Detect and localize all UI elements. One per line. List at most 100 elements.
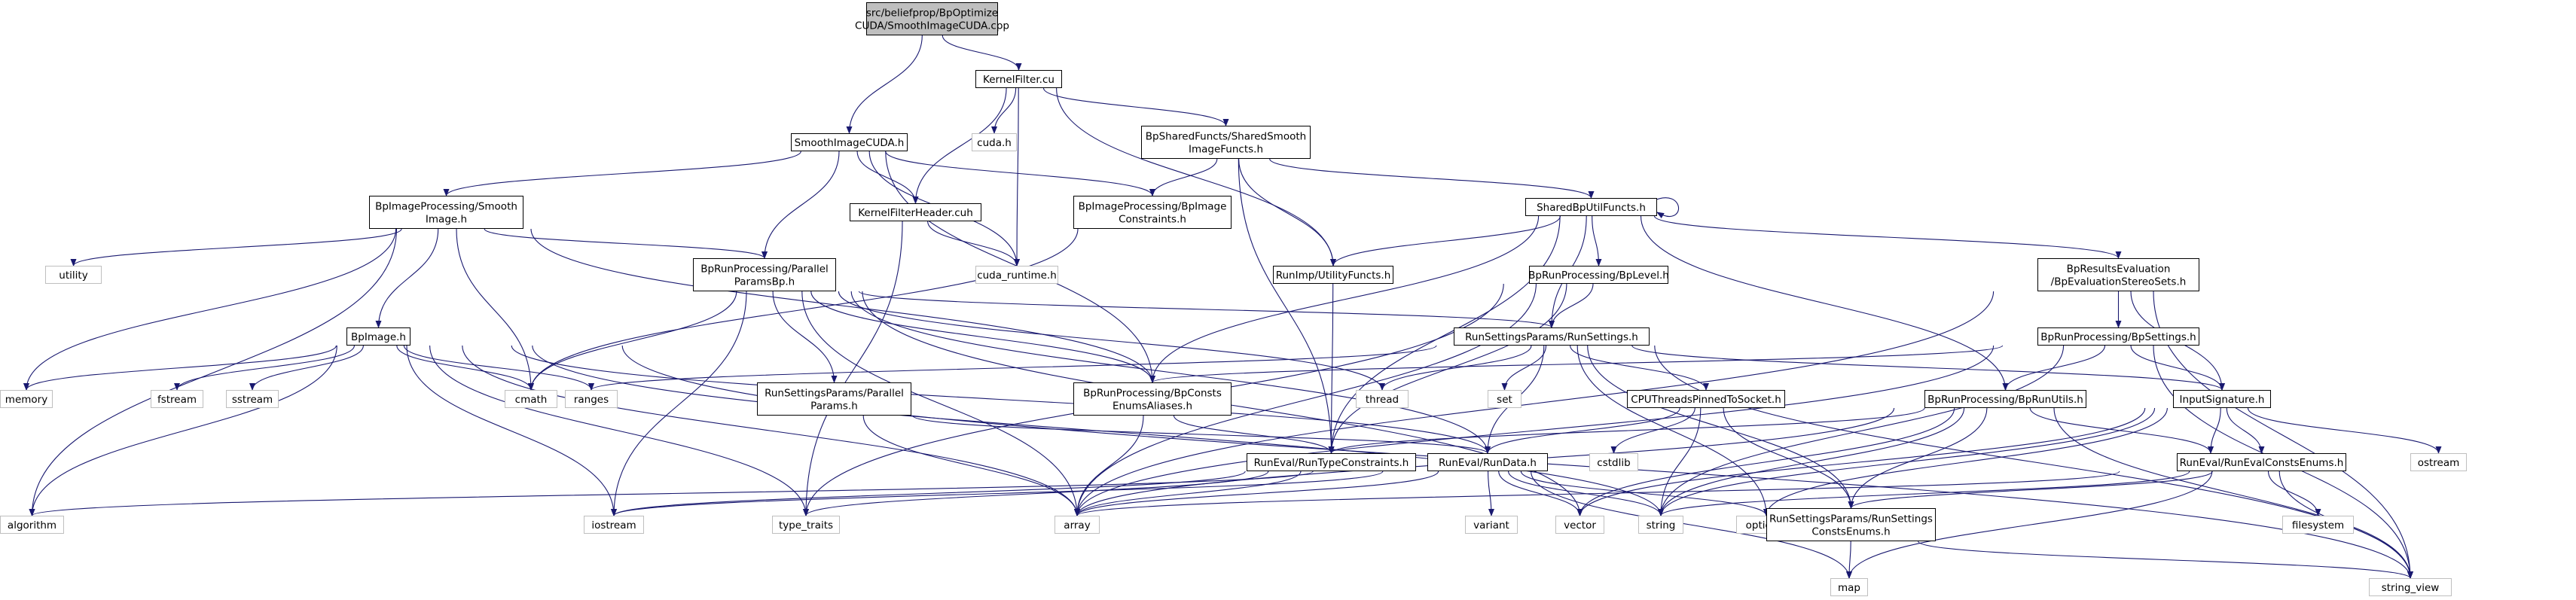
include-edge-kernelfilter-to-cudaruntime [1014,87,1021,266]
node-box-utility [45,266,102,284]
node-rsconstsenums[interactable]: RunSettingsParams/RunSettingsConstsEnums… [1766,508,1936,541]
node-box-bpconsts [1073,382,1232,416]
include-edge-cputhreads-to-rsconstsenums [1723,407,1854,509]
node-label-root-line-2: CUDA/SmoothImageCUDA.cpp [855,20,1009,32]
include-edge-parallelparams-to-array [801,291,1080,516]
node-label-array: array [1064,519,1090,531]
node-variant: variant [1465,516,1518,534]
node-label-memory: memory [5,394,47,406]
include-edge-parallelparams-to-iostream [611,291,747,516]
include-edge-kernelfilter-to-utilityfuncts [1056,87,1336,266]
include-edge-runtypeconstraints-to-array [1074,471,1302,516]
node-label-stereosets-line-2: /BpEvaluationStereoSets.h [2051,276,2187,288]
node-stereosets[interactable]: BpResultsEvaluation/BpEvaluationStereoSe… [2037,258,2199,291]
node-box-bpsettings [2037,327,2199,346]
include-edge-rundata-to-map [1531,471,1852,579]
node-label-imgconstraints-line-1: BpImageProcessing/BpImage [1079,201,1227,213]
node-box-imgconstraints [1073,196,1232,229]
node-box-map [1830,578,1868,596]
include-edge-sharedsmooth-to-utilityfuncts [1238,158,1336,266]
node-bpimage[interactable]: BpImage.h [346,327,411,346]
node-bprunutils[interactable]: BpRunProcessing/BpRunUtils.h [1924,390,2086,408]
node-algorithm: algorithm [0,516,64,534]
node-label-cudah: cuda.h [977,137,1012,149]
node-box-ostream [2410,453,2467,471]
node-cstdlib: cstdlib [1589,453,1638,471]
include-edge-sharedbputil-to-stereosets [1653,215,2122,259]
include-edge-rundata-to-variant [1488,471,1494,516]
node-sharedbputil[interactable]: SharedBpUtilFuncts.h [1525,198,1657,216]
include-edge-bpconsts-to-runtypeconstraints [1173,415,1335,454]
node-kernelfilter[interactable]: KernelFilter.cu [975,70,1062,88]
include-edge-bpimage-to-cmath [396,345,534,391]
node-label-stereosets-line-1: BpResultsEvaluation [2067,263,2171,276]
include-edge-bpimgsmooth-to-bpimage [375,228,439,328]
node-box-set [1488,390,1521,408]
node-label-bpimage: BpImage.h [351,331,406,343]
node-root[interactable]: src/beliefprop/BpOptimizeCUDA/SmoothImag… [855,2,1009,35]
node-label-inputsig: InputSignature.h [2180,394,2265,406]
include-edge-bpconsts-to-array [1074,415,1144,516]
include-edge-runevalconsts-to-array [1074,471,2120,516]
include-edge-utilityfuncts-to-runtypeconstraints [1328,283,1335,454]
include-edge-bpimage-to-rundata [511,345,1491,454]
node-cputhreads[interactable]: CPUThreadsPinnedToSocket.h [1627,390,1785,408]
node-label-typetraits: type_traits [779,519,833,531]
node-label-ranges: ranges [574,394,609,406]
node-iostream: iostream [584,516,644,534]
node-label-cmath: cmath [515,394,548,406]
include-edge-bpimage-to-typetraits [429,345,809,516]
node-rundata[interactable]: RunEval/RunData.h [1427,453,1548,471]
node-label-bplevel: BpRunProcessing/BpLevel.h [1528,270,1669,282]
node-label-vector: vector [1564,519,1596,531]
include-edge-sharedbputil-to-runtypeconstraints [1328,215,1561,454]
node-inputsig[interactable]: InputSignature.h [2173,390,2271,408]
node-bplevel[interactable]: BpRunProcessing/BpLevel.h [1528,266,1669,284]
include-edge-bpimage-to-array [462,345,1080,516]
include-edge-rsconstsenums-to-stringview [1918,541,2413,579]
include-edge-parallelparams-to-rsparallel [772,291,838,383]
include-edge-bprunutils-to-string [1658,407,1965,516]
node-box-parallelparams [693,258,836,291]
node-label-sharedbputil: SharedBpUtilFuncts.h [1537,202,1646,214]
node-typetraits: type_traits [772,516,840,534]
node-box-algorithm [0,516,64,534]
node-bpsettings[interactable]: BpRunProcessing/BpSettings.h [2037,327,2199,346]
include-edge-kernelfilter-to-sharedsmooth [1042,87,1229,126]
node-runsettings[interactable]: RunSettingsParams/RunSettings.h [1454,327,1650,346]
node-kernelheader[interactable]: KernelFilterHeader.cuh [850,203,981,221]
node-array: array [1055,516,1100,534]
node-smoothimagecuda[interactable]: SmoothImageCUDA.h [791,133,908,151]
node-string: string [1638,516,1683,534]
node-label-parallelparams-line-2: ParamsBp.h [734,276,795,288]
include-edge-rsconstsenums-to-map [1846,541,1853,579]
include-edge-bprunutils-to-rsconstsenums [1848,407,1988,509]
include-edge-rundata-to-vector [1498,471,1583,516]
node-box-variant [1465,516,1518,534]
node-box-typetraits [772,516,840,534]
node-box-rundata [1427,453,1548,471]
node-label-runtypeconstraints: RunEval/RunTypeConstraints.h [1254,457,1409,469]
node-box-string [1638,516,1683,534]
include-edge-inputsig-to-string [1658,407,2156,516]
include-edge-parallelparams-to-rundata [850,291,1491,454]
include-edge-bpimgsmooth-to-cmath [456,228,534,391]
include-edge-root-to-kernelfilter [942,35,1022,71]
node-label-imgconstraints-line-2: Constraints.h [1119,214,1186,226]
node-utilityfuncts[interactable]: RunImp/UtilityFuncts.h [1273,266,1393,284]
node-utility: utility [45,266,102,284]
node-runtypeconstraints[interactable]: RunEval/RunTypeConstraints.h [1247,453,1416,471]
node-runevalconsts[interactable]: RunEval/RunEvalConstsEnums.h [2177,453,2346,471]
include-edge-inputsig-to-limits [2208,407,2221,454]
node-thread: thread [1356,390,1409,408]
include-edge-sharedbputil-to-bplevel [1592,215,1602,266]
include-edge-bpsettings-to-array [1074,345,1995,516]
node-bpimgsmooth[interactable]: BpImageProcessing/SmoothImage.h [369,196,523,229]
include-edge-parallelparams-to-runsettings [858,291,1555,328]
